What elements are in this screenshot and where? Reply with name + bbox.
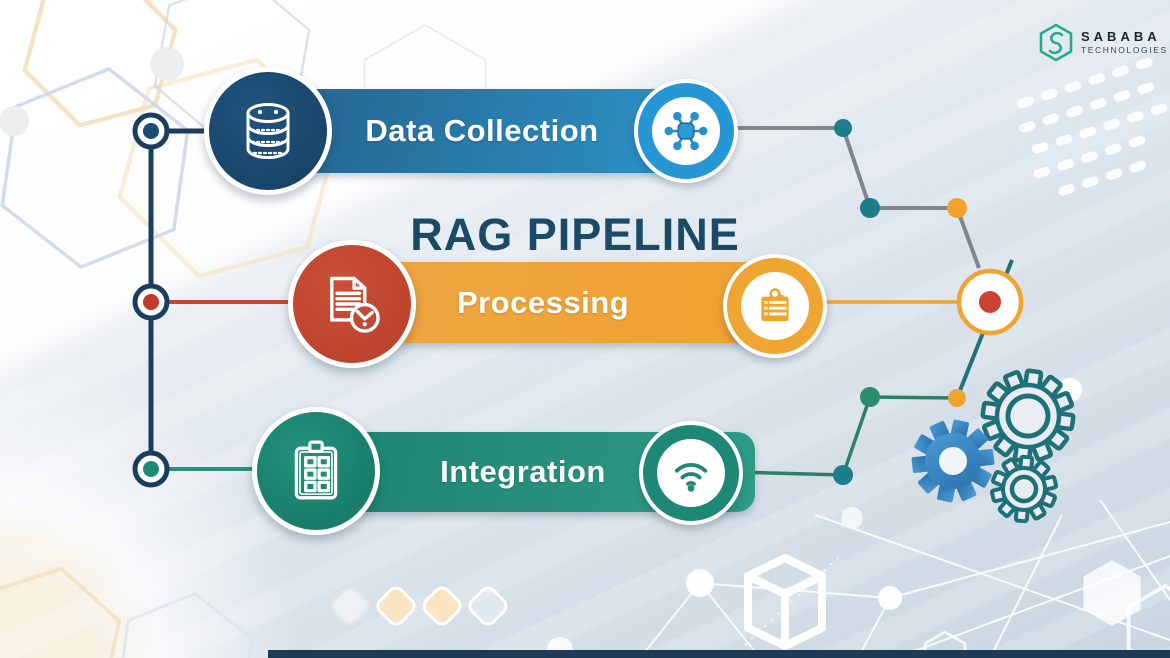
clipboard-notes-icon <box>761 288 789 322</box>
stage-pill-processing: Processing <box>342 262 794 343</box>
logo-name: SABABA <box>1081 29 1161 45</box>
hexagon-pattern-top-left <box>0 0 486 301</box>
bottom-accent-bar <box>268 650 1170 658</box>
checklist-clipboard-icon <box>294 440 338 500</box>
stage1-left-badge <box>204 67 332 195</box>
stage1-right-badge <box>634 79 738 183</box>
teal-outline-gear-small-icon <box>989 454 1059 524</box>
database-icon <box>246 103 290 159</box>
timeline-node-3 <box>132 450 170 488</box>
stage-label: Data Collection <box>365 113 599 148</box>
hub-node <box>956 268 1024 336</box>
routing-dots <box>833 119 967 485</box>
hexagon-s-icon <box>1039 23 1073 62</box>
stage-label: Processing <box>456 285 630 320</box>
stage2-left-badge <box>288 240 416 368</box>
diamond-row <box>330 586 508 626</box>
teal-outline-gear-large-icon <box>980 368 1076 464</box>
logo-tagline: TECHNOLOGIES <box>1081 45 1168 56</box>
dotted-rows <box>1017 57 1168 196</box>
company-logo: SABABA TECHNOLOGIES <box>1038 23 1168 63</box>
stage2-right-badge <box>723 254 827 358</box>
stage-label: Integration <box>440 454 606 489</box>
timeline-node-2 <box>132 283 170 321</box>
document-clock-icon <box>330 276 380 333</box>
stage3-left-badge <box>252 407 380 535</box>
page-title: RAG PIPELINE <box>410 209 740 260</box>
network-hub-icon <box>664 111 708 151</box>
stage3-right-badge <box>639 421 743 525</box>
wifi-icon <box>674 463 708 492</box>
timeline-node-1 <box>132 112 170 150</box>
blue-filled-gear-icon <box>911 419 995 503</box>
cube-icon <box>744 554 826 650</box>
